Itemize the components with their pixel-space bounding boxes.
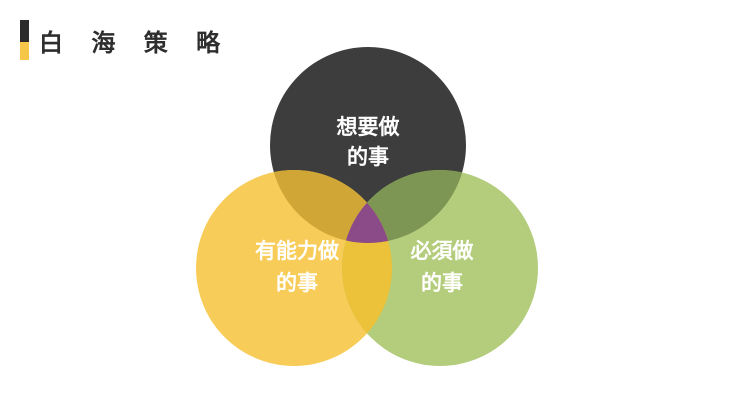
title-accent-bar xyxy=(20,20,29,60)
title-accent-bar-top xyxy=(20,20,29,42)
circle-must-label-line2: 的事 xyxy=(421,271,463,295)
circle-want-label-line1: 想要做 xyxy=(337,115,400,139)
overlap-want-able xyxy=(270,170,392,243)
overlap-want-must xyxy=(342,170,466,243)
title-accent-bar-bottom xyxy=(20,42,29,60)
circle-able-label-line1: 有能力做 xyxy=(255,239,339,263)
page-title: 白 海 策 略 xyxy=(39,28,231,57)
circle-want-label-line2: 的事 xyxy=(347,145,389,169)
page-header: 白 海 策 略 xyxy=(20,18,230,62)
circle-must-label-line1: 必須做 xyxy=(411,239,474,263)
circle-able-label-line2: 的事 xyxy=(276,271,318,295)
